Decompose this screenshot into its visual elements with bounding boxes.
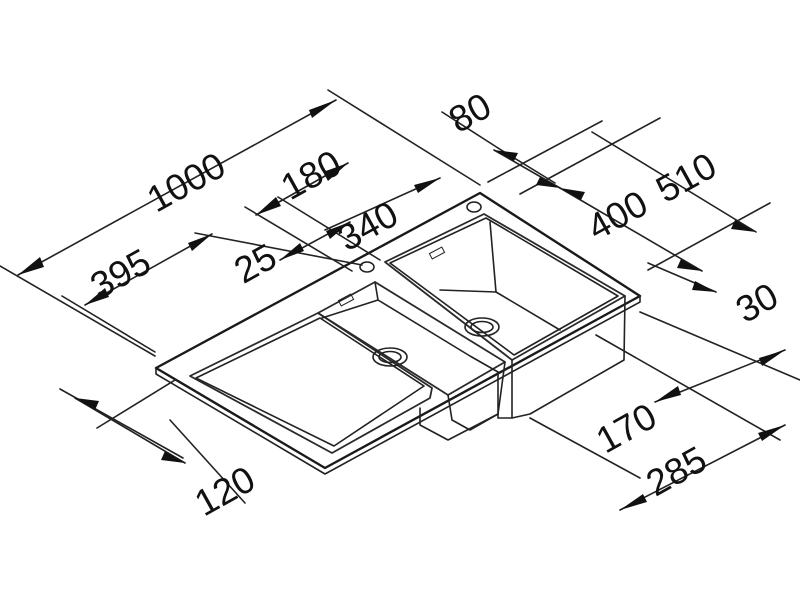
dim-line-80 <box>493 149 561 189</box>
dim-line-1000 <box>17 99 337 276</box>
logo-large-bowl <box>428 246 446 260</box>
small-bowl <box>317 281 506 441</box>
dim-label-340: 340 <box>331 193 405 259</box>
dim-label-25: 25 <box>227 236 283 292</box>
dim-line-285 <box>619 424 786 511</box>
dim-label-80: 80 <box>442 85 498 141</box>
dim-label-30: 30 <box>729 275 785 331</box>
arrowheads <box>18 100 785 510</box>
dim-label-1000: 1000 <box>140 144 232 220</box>
drainer-board <box>189 312 433 454</box>
dimension-lines <box>17 99 786 511</box>
dim-line-510 <box>591 131 757 233</box>
dim-label-400: 400 <box>581 183 655 249</box>
tap-holes <box>359 201 482 273</box>
dim-label-395: 395 <box>84 241 158 307</box>
logo-small-bowl <box>337 293 355 307</box>
tap-hole-left <box>359 261 375 273</box>
brand-logos <box>337 246 446 307</box>
dim-label-170: 170 <box>589 395 663 461</box>
sink-outline <box>154 191 642 475</box>
dim-line-400 <box>559 187 703 272</box>
dim-label-510: 510 <box>649 145 723 211</box>
tap-hole-right <box>466 201 482 213</box>
large-bowl <box>384 213 626 419</box>
dim-label-120: 120 <box>188 458 262 524</box>
